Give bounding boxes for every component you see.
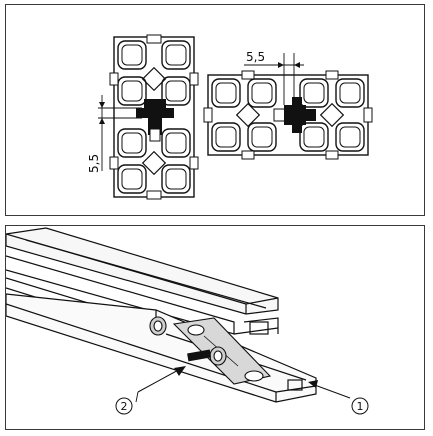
right-profile — [203, 70, 373, 160]
bolt-upper — [149, 316, 167, 336]
dimension-vertical-label: 5,5 — [87, 154, 101, 173]
callout-1: 1 — [351, 397, 369, 415]
assembly-panel: 2 1 — [5, 225, 425, 430]
callout-2-label: 2 — [121, 400, 128, 413]
dimension-horizontal: 5,5 — [244, 50, 304, 105]
dimension-vertical: 5,5 — [87, 95, 142, 173]
dimension-horizontal-label: 5,5 — [246, 50, 265, 64]
cross-section-drawing: 5,5 — [87, 34, 373, 200]
left-profile — [109, 34, 199, 200]
leader-arrow-2 — [135, 366, 186, 403]
callout-2: 2 — [115, 397, 133, 415]
cross-section-panel: 5,5 — [5, 4, 425, 216]
bolt-middle — [209, 346, 227, 366]
assembly-drawing: 2 1 — [6, 227, 369, 415]
callout-1-label: 1 — [357, 400, 364, 413]
set-screw — [187, 349, 212, 362]
leader-arrow-1 — [308, 380, 351, 399]
